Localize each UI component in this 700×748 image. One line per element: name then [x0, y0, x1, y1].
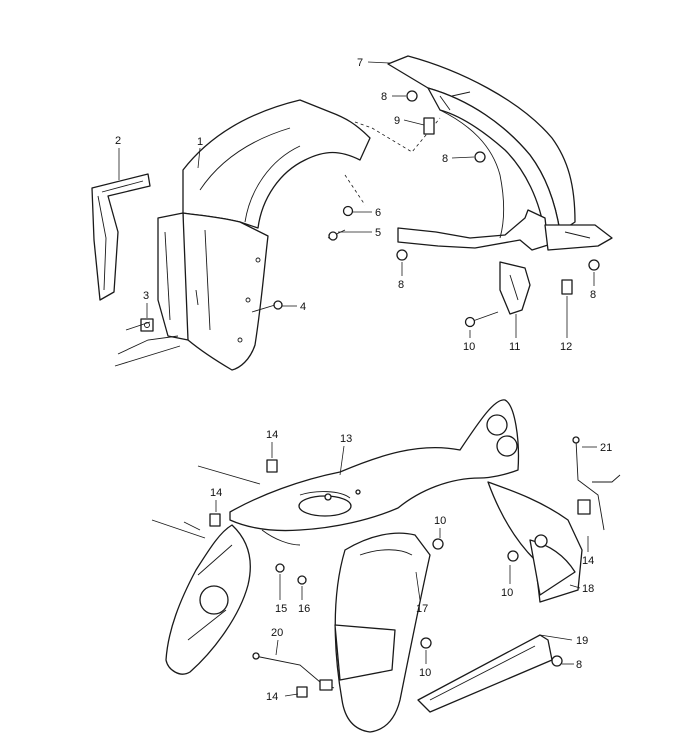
callout-2: 2	[115, 135, 121, 147]
trim-strip-19	[417, 634, 553, 713]
rear-wheel-housing	[229, 399, 520, 546]
callout-18: 18	[582, 583, 594, 595]
callout-1: 1	[197, 136, 203, 148]
callout-4: 4	[300, 301, 306, 313]
wheel-arch-panel	[387, 55, 613, 251]
callout-14-c: 14	[582, 555, 594, 567]
callout-11: 11	[509, 341, 520, 353]
callout-8-c: 8	[398, 279, 404, 291]
left-strut	[165, 524, 251, 675]
callout-19: 19	[576, 635, 588, 647]
callout-15: 15	[275, 603, 287, 615]
screw-4	[251, 300, 283, 313]
rear-liner	[334, 532, 431, 733]
callout-20: 20	[271, 627, 283, 639]
callout-10-d: 10	[419, 667, 431, 679]
callout-17: 17	[416, 603, 428, 615]
wheel-housing-liner	[157, 99, 371, 371]
mudguard-18	[487, 481, 583, 603]
bracket-11	[499, 261, 531, 315]
callout-6: 6	[375, 207, 381, 219]
nut-6	[342, 205, 354, 217]
callout-16: 16	[298, 603, 310, 615]
leader-lines	[118, 61, 597, 697]
callout-10-c: 10	[501, 587, 513, 599]
callout-7: 7	[357, 57, 363, 69]
callout-3: 3	[143, 290, 149, 302]
callout-9: 9	[394, 115, 400, 127]
callout-10-a: 10	[463, 341, 475, 353]
seal-strip	[91, 173, 151, 301]
screw-5	[327, 229, 346, 241]
callout-8-e: 8	[576, 659, 582, 671]
clip-3	[140, 318, 154, 332]
callout-13: 13	[340, 433, 352, 445]
clip-12	[561, 279, 573, 295]
callout-5: 5	[375, 227, 381, 239]
callout-labels: 1 2 3 4 5 6 7 8 9 8 8 8 10 11 12 13 14 1…	[115, 57, 612, 703]
callout-8-a: 8	[381, 91, 387, 103]
callout-14-a: 14	[266, 429, 278, 441]
callout-8-d: 8	[590, 289, 596, 301]
callout-14-d: 14	[266, 691, 278, 703]
callout-21: 21	[600, 442, 612, 454]
callout-12: 12	[560, 341, 572, 353]
callout-8-b: 8	[442, 153, 448, 165]
callout-14-b: 14	[210, 487, 222, 499]
callout-10-b: 10	[434, 515, 446, 527]
